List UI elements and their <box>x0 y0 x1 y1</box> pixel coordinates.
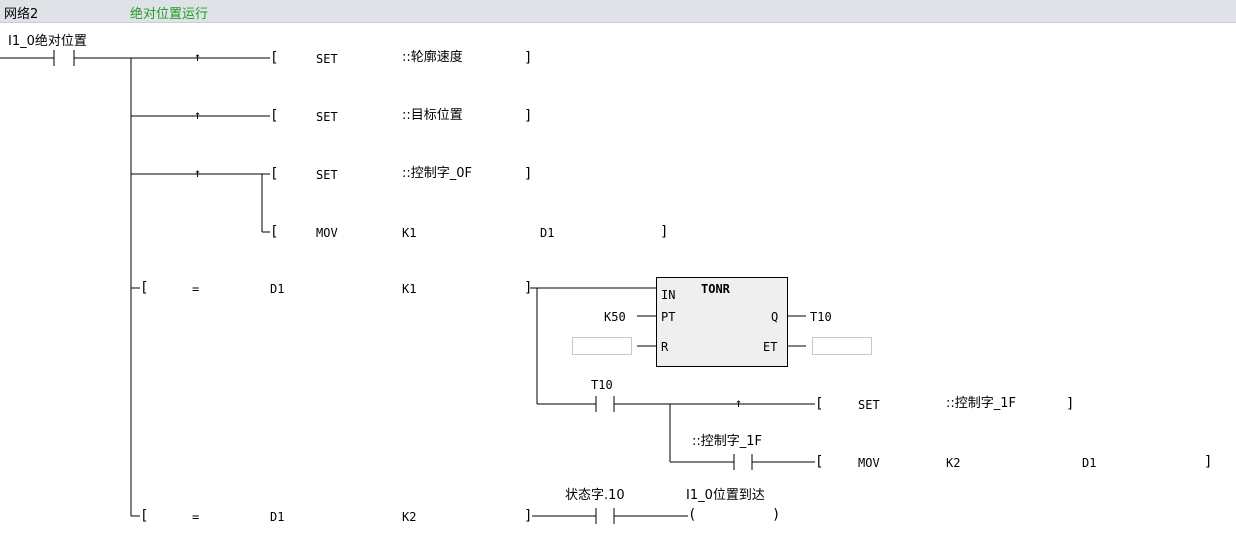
instruction-close-bracket: ] <box>660 224 669 240</box>
instruction-close-bracket: ] <box>524 166 533 182</box>
instruction-open-bracket: [ <box>815 396 824 412</box>
instruction-close-bracket: ] <box>524 508 533 524</box>
timer-pin-q: Q <box>771 310 779 324</box>
rising-edge-icon: ↑ <box>194 108 202 122</box>
instruction-arg: D1 <box>1082 456 1097 470</box>
timer-block-tonr[interactable]: TONR IN PT R Q ET <box>656 277 788 367</box>
instruction-op: SET <box>858 398 880 412</box>
instruction-close-bracket: ] <box>1066 396 1075 412</box>
instruction-arg: K2 <box>946 456 961 470</box>
timer-pt-value[interactable]: K50 <box>604 310 626 324</box>
timer-r-input-field[interactable] <box>572 337 632 355</box>
instruction-arg: ::目标位置 <box>402 108 463 123</box>
instruction-arg: K1 <box>402 226 417 240</box>
compare-op: = <box>192 510 200 524</box>
instruction-open-bracket: [ <box>270 224 279 240</box>
compare-arg: D1 <box>270 510 285 524</box>
instruction-close-bracket: ] <box>524 108 533 124</box>
rising-edge-icon: ↑ <box>194 50 202 64</box>
instruction-arg: D1 <box>540 226 555 240</box>
instruction-open-bracket: [ <box>140 508 149 524</box>
compare-op: = <box>192 282 200 296</box>
instruction-close-bracket: ] <box>524 50 533 66</box>
contact-label-status-word[interactable]: 状态字.10 <box>565 488 625 503</box>
timer-pin-pt: PT <box>661 310 676 324</box>
contact-label-t10[interactable]: T10 <box>591 378 613 392</box>
instruction-op: SET <box>316 168 338 182</box>
instruction-op: SET <box>316 110 338 124</box>
network-title[interactable]: 绝对位置运行 <box>130 7 209 22</box>
instruction-op: MOV <box>316 226 338 240</box>
instruction-open-bracket: [ <box>815 454 824 470</box>
timer-et-output-field[interactable] <box>812 337 872 355</box>
instruction-open-bracket: [ <box>270 166 279 182</box>
compare-arg: D1 <box>270 282 285 296</box>
timer-pin-r: R <box>661 340 669 354</box>
instruction-open-bracket: [ <box>270 50 279 66</box>
output-coil-open[interactable]: ( <box>688 507 697 523</box>
network-header: 网络2 绝对位置运行 <box>0 0 1236 23</box>
contact-label-absolute-position[interactable]: I1_0绝对位置 <box>8 34 87 49</box>
timer-q-output[interactable]: T10 <box>810 310 832 324</box>
output-coil-close[interactable]: ) <box>772 507 781 523</box>
rising-edge-icon: ↑ <box>194 166 202 180</box>
rising-edge-icon: ↑ <box>735 396 743 410</box>
instruction-op: MOV <box>858 456 880 470</box>
compare-arg: K1 <box>402 282 417 296</box>
instruction-open-bracket: [ <box>270 108 279 124</box>
timer-pin-et: ET <box>763 340 778 354</box>
instruction-arg: ::控制字_1F <box>946 396 1017 411</box>
compare-arg: K2 <box>402 510 417 524</box>
timer-pin-in: IN <box>661 288 676 302</box>
coil-label-position-arrived[interactable]: I1_0位置到达 <box>686 488 765 503</box>
instruction-arg: ::控制字_0F <box>402 166 473 181</box>
instruction-close-bracket: ] <box>1204 454 1213 470</box>
network-number: 网络2 <box>4 7 39 22</box>
instruction-close-bracket: ] <box>524 280 533 296</box>
contact-label-control-1f[interactable]: ::控制字_1F <box>692 434 763 449</box>
instruction-open-bracket: [ <box>140 280 149 296</box>
instruction-op: SET <box>316 52 338 66</box>
instruction-arg: ::轮廓速度 <box>402 50 463 65</box>
timer-title: TONR <box>701 282 730 296</box>
